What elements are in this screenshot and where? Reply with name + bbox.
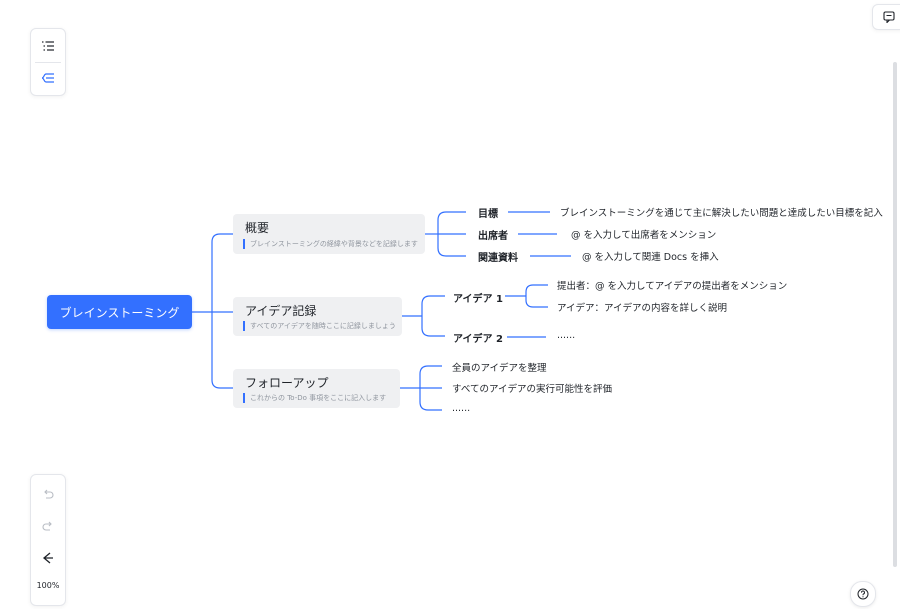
branch-note: ブレインストーミングの経緯や背景などを記録します: [243, 239, 418, 249]
help-button[interactable]: [850, 581, 876, 607]
node-idea-2-detail[interactable]: ......: [557, 330, 576, 341]
node-idea-1[interactable]: アイデア 1: [453, 294, 503, 305]
outline-view-button[interactable]: [31, 31, 65, 61]
branch-title: フォローアップ: [245, 376, 329, 390]
branch-follow-up[interactable]: フォローアップ これからの To-Do 事項をここに記入します: [233, 369, 400, 408]
history-toolbar: 100%: [30, 474, 66, 606]
node-more-ellipsis[interactable]: ......: [452, 403, 471, 414]
branch-note: すべてのアイデアを随時ここに記録しましょう: [243, 321, 396, 331]
list-icon: [42, 41, 54, 51]
back-button[interactable]: [31, 543, 65, 573]
view-toolbar: [30, 28, 66, 96]
undo-button[interactable]: [31, 479, 65, 509]
branch-title: 概要: [245, 221, 270, 235]
redo-icon: [42, 521, 52, 531]
help-icon: [857, 588, 869, 600]
node-attendees[interactable]: 出席者: [478, 231, 508, 242]
comment-icon: [883, 11, 895, 23]
back-arrow-icon: [42, 552, 53, 564]
redo-button[interactable]: [31, 511, 65, 541]
node-related-docs-detail[interactable]: @ を入力して関連 Docs を挿入: [582, 252, 719, 263]
node-evaluate-feasibility[interactable]: すべてのアイデアの実行可能性を評価: [452, 384, 612, 395]
mindmap-view-button[interactable]: [31, 63, 65, 93]
branch-overview[interactable]: 概要 ブレインストーミングの経緯や背景などを記録します: [233, 214, 425, 254]
node-idea-1-submitter[interactable]: 提出者：@ を入力してアイデアの提出者をメンション: [557, 281, 788, 292]
vertical-scrollbar[interactable]: [893, 62, 897, 567]
branch-idea-record[interactable]: アイデア記録 すべてのアイデアを随時ここに記録しましょう: [233, 297, 402, 336]
mindmap-layout-icon: [41, 73, 54, 83]
node-related-docs[interactable]: 関連資料: [478, 253, 518, 264]
undo-icon: [44, 489, 54, 499]
node-goal[interactable]: 目標: [478, 209, 498, 220]
node-attendees-detail[interactable]: @ を入力して出席者をメンション: [571, 230, 717, 241]
node-idea-1-content[interactable]: アイデア：アイデアの内容を詳しく説明: [557, 303, 728, 314]
root-node[interactable]: ブレインストーミング: [47, 295, 192, 329]
branch-title: アイデア記録: [245, 304, 317, 318]
zoom-level[interactable]: 100%: [36, 581, 60, 590]
comment-button[interactable]: [872, 4, 900, 30]
node-goal-detail[interactable]: ブレインストーミングを通じて主に解決したい問題と達成したい目標を記入: [560, 208, 883, 219]
node-organize-ideas[interactable]: 全員のアイデアを整理: [452, 363, 547, 374]
node-idea-2[interactable]: アイデア 2: [453, 334, 503, 345]
root-label: ブレインストーミング: [59, 306, 180, 320]
branch-note: これからの To-Do 事項をここに記入します: [243, 393, 386, 403]
